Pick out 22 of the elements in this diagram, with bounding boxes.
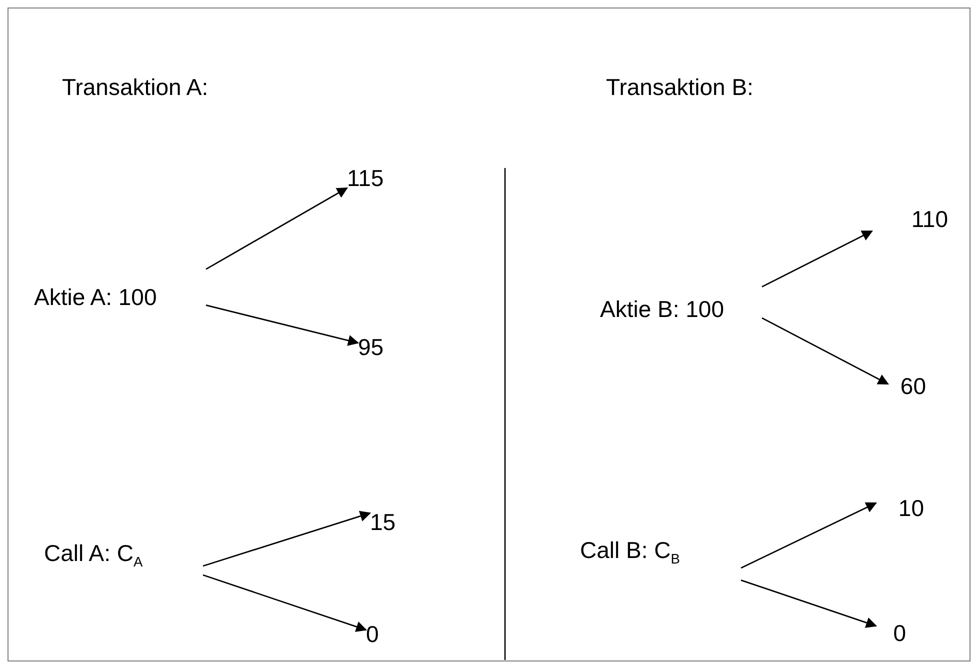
arrow: [762, 230, 873, 288]
node-text: 95: [358, 333, 385, 362]
arrow: [740, 502, 877, 569]
node-text: 15: [370, 508, 397, 538]
arrow: [206, 187, 348, 270]
node-text: Aktie A: 100: [34, 283, 158, 312]
node-text: Call A: C$_{A}$: [44, 538, 144, 572]
node-text: 110: [910, 205, 948, 234]
node-text: 10: [897, 494, 924, 524]
heading-text: Transaktion B:: [606, 74, 754, 101]
node-text: 0: [892, 619, 906, 648]
node-text: Aktie B: 100: [600, 295, 726, 324]
arrow: [202, 510, 372, 567]
node-text: 60: [899, 372, 926, 402]
heading-text: Transaktion A:: [62, 74, 208, 101]
node-text: 115: [347, 164, 385, 194]
arrow: [740, 580, 878, 628]
arrow: [762, 317, 889, 385]
arrow: [206, 304, 360, 346]
node-text: 0: [366, 620, 380, 650]
node-text: Call B: C$_{B}$: [580, 536, 681, 568]
arrow: [202, 574, 368, 632]
